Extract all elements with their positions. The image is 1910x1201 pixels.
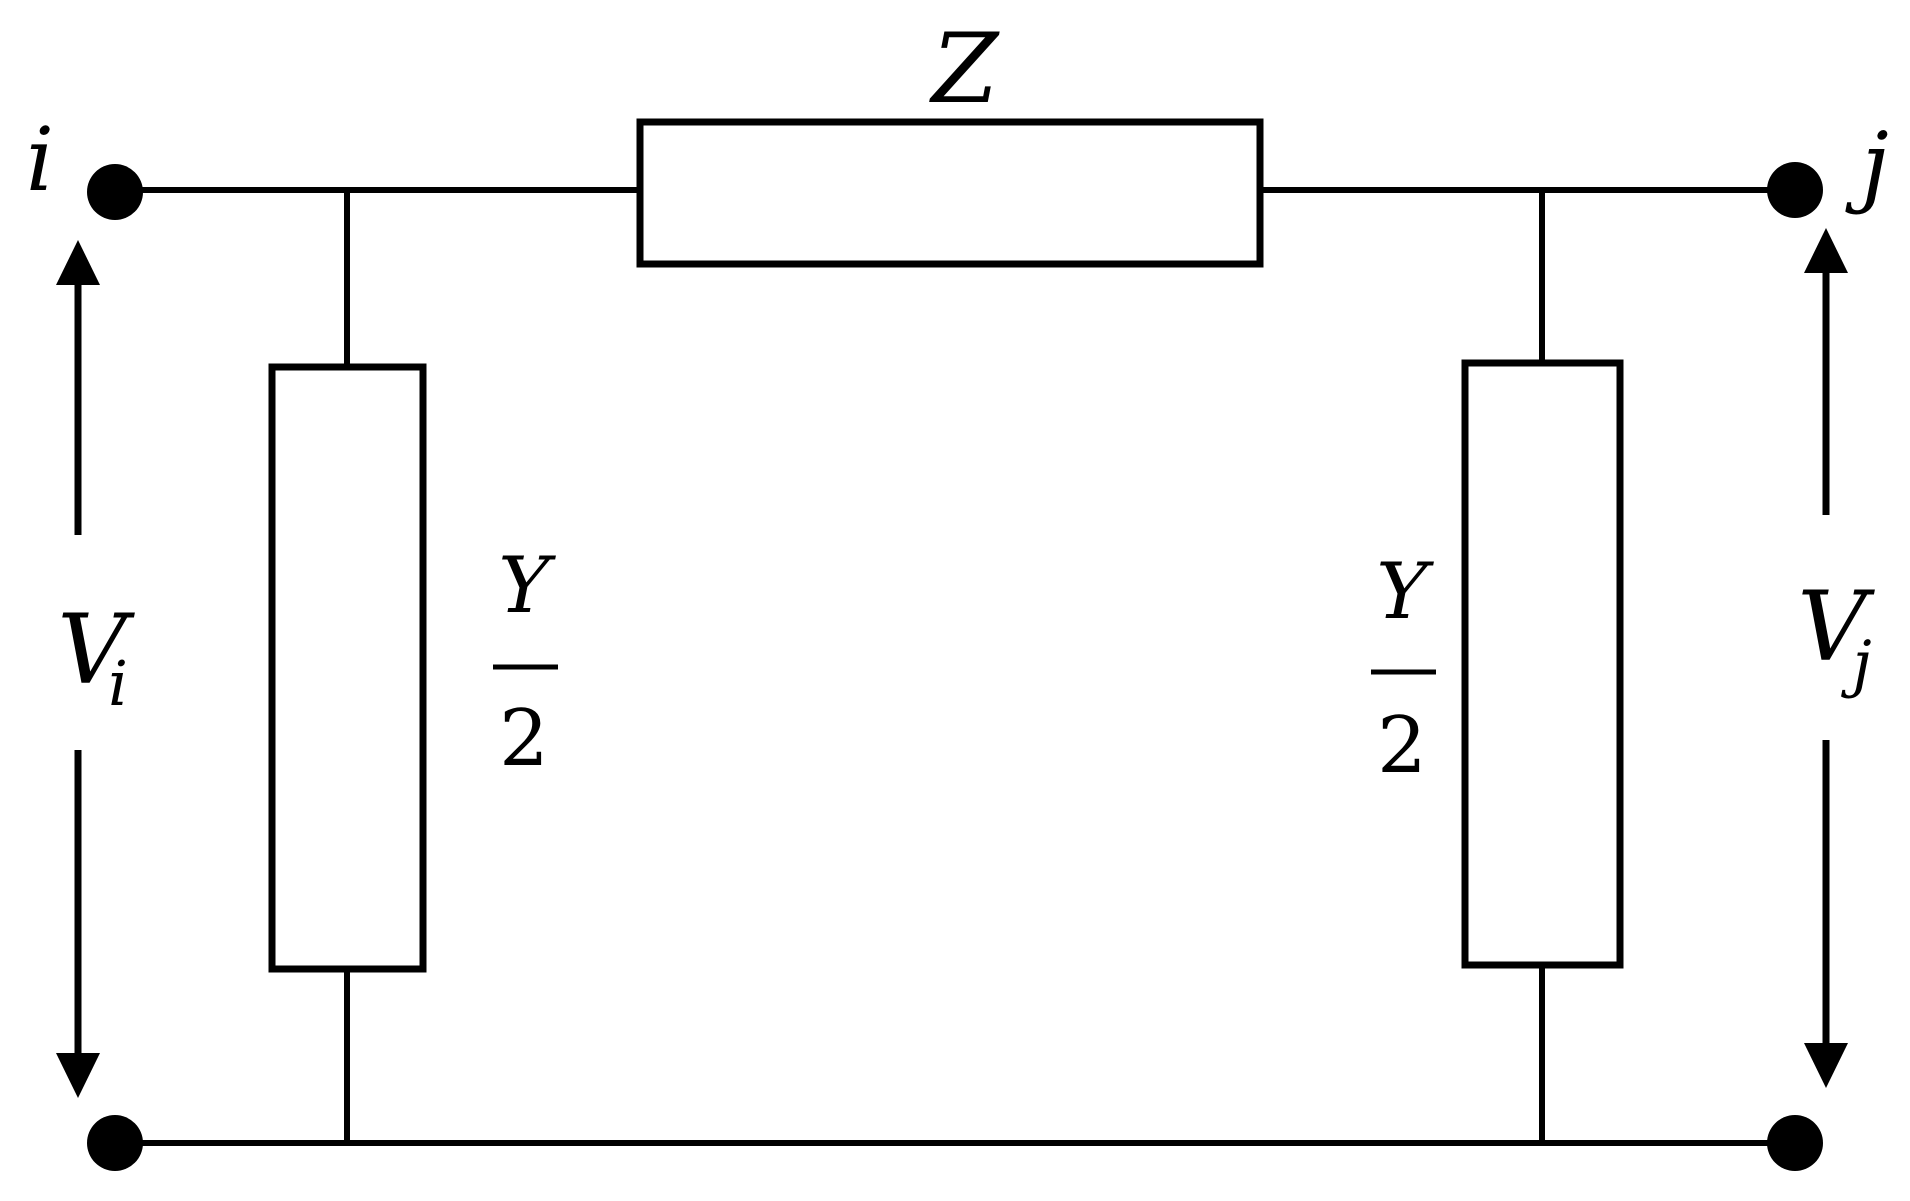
node-j-bottom-dot — [1767, 1115, 1823, 1171]
voltage-i-arrow-down-head — [56, 1053, 100, 1098]
shunt-left-numerator: Y — [498, 541, 556, 631]
series-impedance-label: Z — [929, 13, 1001, 125]
voltage-i-label-subscript: i — [108, 647, 128, 720]
node-i-top-dot — [87, 164, 143, 220]
shunt-left-denominator: 2 — [499, 694, 549, 784]
series-impedance-box — [636, 118, 1264, 268]
shunt-right-denominator: 2 — [1377, 701, 1427, 791]
voltage-i-label-base: V — [57, 594, 135, 706]
voltage-j-arrow-down-head — [1804, 1043, 1848, 1088]
voltage-j-arrow-up-head — [1804, 228, 1848, 273]
node-j-label: j — [1844, 113, 1888, 216]
shunt-admittance-right-box — [1461, 359, 1624, 969]
shunt-right-numerator: Y — [1376, 547, 1434, 637]
node-i-bottom-dot — [87, 1115, 143, 1171]
node-i-label: i — [26, 108, 54, 211]
voltage-j-label-base: V — [1797, 571, 1875, 683]
node-j-top-dot — [1767, 162, 1823, 218]
shunt-admittance-left-box — [268, 363, 427, 973]
voltage-i-arrow-up-head — [56, 240, 100, 285]
